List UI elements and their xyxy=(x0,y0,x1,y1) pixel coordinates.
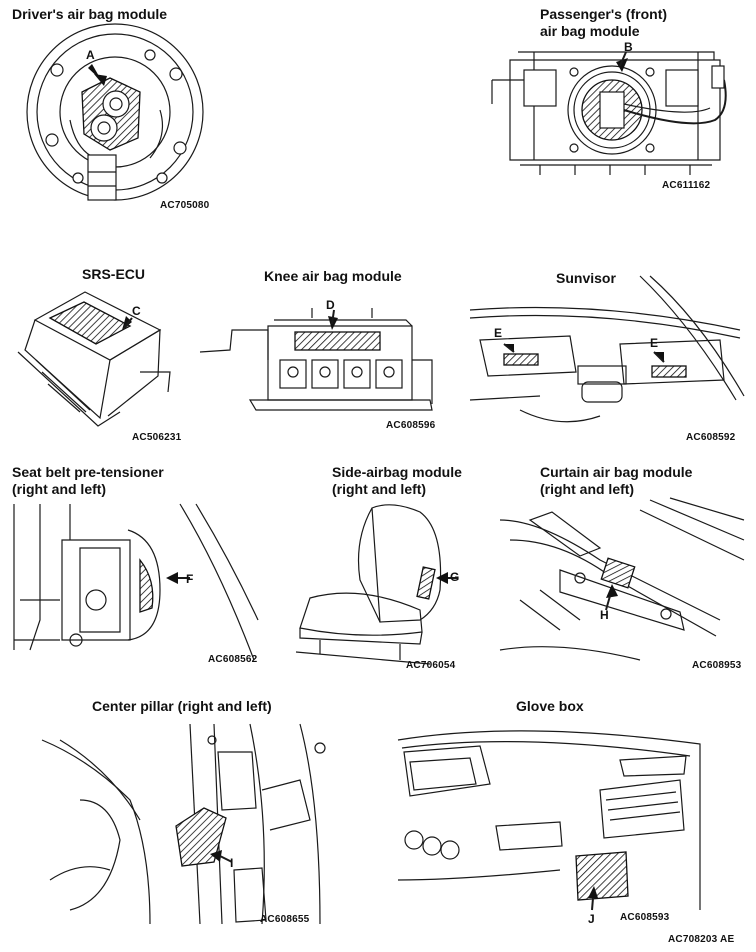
callout-arrow-b xyxy=(616,58,628,72)
callout-label-i: I xyxy=(230,856,234,870)
panel-title-knee-airbag: Knee air bag module xyxy=(264,268,402,284)
figure-code-passenger-airbag: AC611162 xyxy=(662,180,711,191)
curtain-airbag-hatch xyxy=(600,557,636,589)
srs-ecu-illustration xyxy=(17,291,171,427)
panel-title-driver-airbag: Driver's air bag module xyxy=(12,6,168,22)
figure-code-driver-airbag: AC705080 xyxy=(160,200,210,211)
center-pillar-hatch xyxy=(175,807,227,867)
panel-title-glove-box: Glove box xyxy=(516,698,584,714)
panel-title-passenger-line2: air bag module xyxy=(540,23,640,39)
callout-arrow-j xyxy=(588,886,598,898)
callout-label-a: A xyxy=(86,48,95,62)
sunvisor-illustration xyxy=(469,275,745,423)
panel-title-passenger-line1: Passenger's (front) xyxy=(540,6,668,22)
figure-code-center-pillar: AC608655 xyxy=(260,914,310,925)
panel-title-sunvisor: Sunvisor xyxy=(556,270,616,286)
callout-label-j: J xyxy=(588,912,595,926)
figure-code-side-airbag: AC706054 xyxy=(406,660,456,671)
curtain-airbag-illustration xyxy=(499,497,745,661)
sunvisor-right-hatch xyxy=(651,365,687,378)
overall-figure-code: AC708203 AE xyxy=(668,934,735,945)
panel-title-side-airbag-line2: (right and left) xyxy=(332,481,427,497)
figure-code-curtain-airbag: AC608953 xyxy=(692,660,742,671)
sunvisor-left-hatch xyxy=(503,353,539,366)
panel-title-side-airbag-line1: Side-airbag module xyxy=(332,464,462,480)
callout-label-e-right: E xyxy=(650,336,659,350)
callout-label-c: C xyxy=(132,304,141,318)
panel-title-pretensioner-line1: Seat belt pre-tensioner xyxy=(12,464,164,480)
side-airbag-hatch xyxy=(416,566,436,600)
callout-arrow-f xyxy=(166,572,178,584)
callout-label-g: G xyxy=(450,570,460,584)
callout-arrow-h xyxy=(606,584,618,598)
callout-label-e-left: E xyxy=(494,326,503,340)
figure-code-pretensioner: AC608562 xyxy=(208,654,258,665)
panel-title-pretensioner-line2: (right and left) xyxy=(12,481,107,497)
panel-title-curtain-line2: (right and left) xyxy=(540,481,635,497)
glove-box-hatch xyxy=(575,851,629,901)
callout-label-b: B xyxy=(624,40,633,54)
pretensioner-illustration xyxy=(13,503,259,661)
side-airbag-seat-illustration xyxy=(295,504,458,665)
callout-arrow-g xyxy=(436,572,448,584)
callout-label-d: D xyxy=(326,298,335,312)
callout-label-h: H xyxy=(600,608,609,622)
panel-title-srs-ecu: SRS-ECU xyxy=(82,266,146,282)
figure-code-sunvisor: AC608592 xyxy=(686,432,736,443)
center-pillar-illustration xyxy=(41,723,326,925)
callout-label-f: F xyxy=(186,572,194,586)
callout-arrow-i xyxy=(210,850,222,862)
driver-airbag-illustration xyxy=(26,23,204,201)
figure-code-srs-ecu: AC506231 xyxy=(132,432,182,443)
passenger-airbag-illustration xyxy=(491,51,727,175)
srs-ecu-hatch xyxy=(48,301,132,345)
figure-code-knee-airbag: AC608596 xyxy=(386,420,436,431)
panel-title-curtain-line1: Curtain air bag module xyxy=(540,464,693,480)
figure-code-glove-box: AC608593 xyxy=(620,912,670,923)
pretensioner-hatch xyxy=(139,558,154,613)
panel-title-center-pillar: Center pillar (right and left) xyxy=(92,698,272,714)
knee-airbag-illustration xyxy=(199,308,433,411)
knee-airbag-hatch xyxy=(294,331,381,351)
